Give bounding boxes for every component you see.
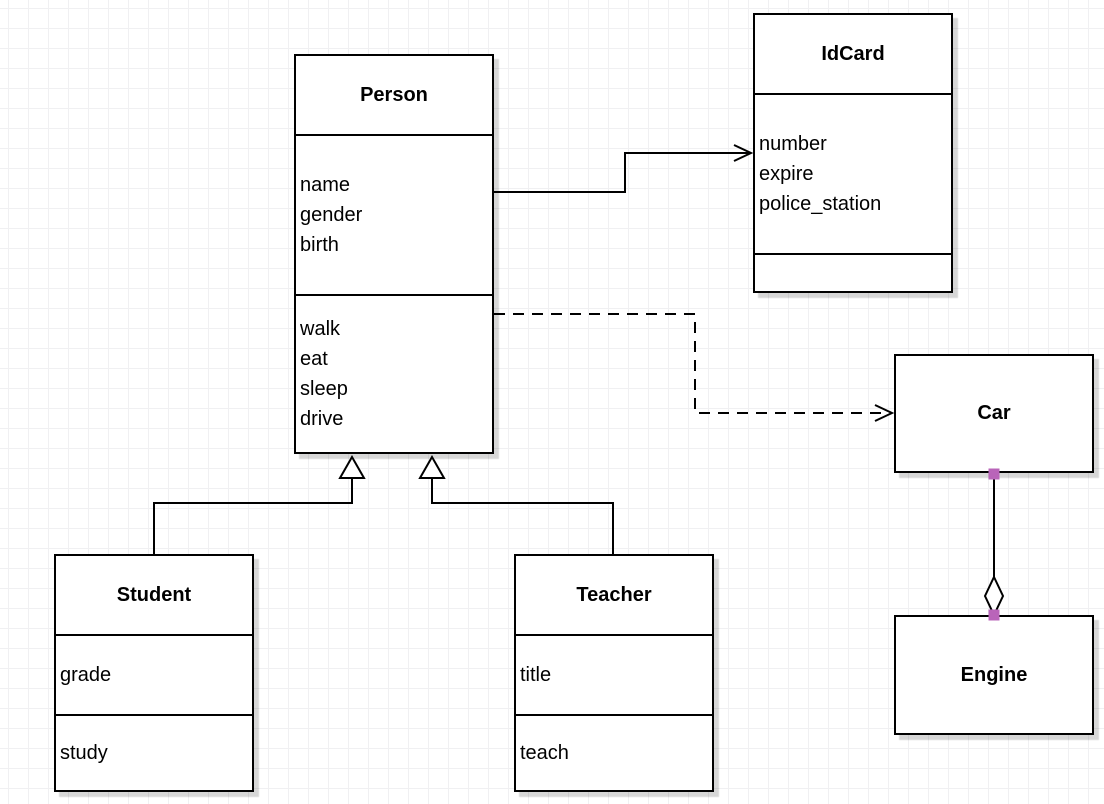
inheritance-triangle-icon	[338, 454, 366, 479]
edge-line[interactable]	[494, 152, 750, 193]
attribute-item: gender	[300, 204, 363, 226]
methods-section: teach	[516, 714, 712, 790]
attribute-item: grade	[60, 664, 112, 686]
attributes-section: title	[516, 634, 712, 714]
edge-person-car-dependency[interactable]	[494, 313, 895, 422]
class-title: IdCard	[821, 42, 885, 65]
method-item: sleep	[300, 378, 348, 400]
edge-teacher-person-generalization[interactable]	[418, 454, 614, 554]
attribute-item: number	[759, 133, 827, 155]
class-node-teacher[interactable]: Teacher title teach	[514, 554, 714, 792]
inheritance-triangle-icon	[418, 454, 446, 479]
attributes-section: grade	[56, 634, 252, 714]
open-arrowhead-icon	[874, 404, 895, 422]
class-title: Teacher	[576, 583, 652, 606]
class-node-engine[interactable]: Engine	[894, 615, 1094, 735]
class-title: Person	[360, 83, 428, 106]
class-title: Student	[116, 583, 192, 606]
attribute-item: birth	[300, 234, 339, 256]
aggregation-diamond-icon	[983, 574, 1005, 618]
attribute-item: name	[300, 174, 351, 196]
class-node-student[interactable]: Student grade study	[54, 554, 254, 792]
edge-car-engine-aggregation[interactable]	[983, 468, 1005, 621]
class-title: Engine	[960, 663, 1028, 686]
edge-line[interactable]	[494, 313, 889, 414]
methods-section: study	[56, 714, 252, 790]
edge-student-person-generalization[interactable]	[153, 454, 366, 554]
attribute-item: title	[520, 664, 552, 686]
attribute-item: expire	[759, 163, 814, 185]
edge-person-idcard-association[interactable]	[494, 144, 754, 193]
attributes-section: number expire police_station	[755, 93, 951, 253]
edge-line[interactable]	[153, 478, 353, 554]
edge-line[interactable]	[431, 478, 614, 554]
method-item: teach	[520, 742, 569, 764]
class-node-car[interactable]: Car	[894, 354, 1094, 473]
method-item: study	[60, 742, 108, 764]
method-item: eat	[300, 348, 328, 370]
class-node-idcard[interactable]: IdCard number expire police_station	[753, 13, 953, 293]
attributes-section: name gender birth	[296, 134, 492, 294]
methods-section-empty	[755, 253, 951, 291]
class-node-person[interactable]: Person name gender birth walk eat sleep …	[294, 54, 494, 454]
methods-section: walk eat sleep drive	[296, 294, 492, 452]
method-item: drive	[300, 408, 344, 430]
open-arrowhead-icon	[733, 144, 754, 162]
class-title: Car	[977, 402, 1011, 424]
method-item: walk	[300, 318, 341, 340]
attribute-item: police_station	[759, 193, 882, 215]
